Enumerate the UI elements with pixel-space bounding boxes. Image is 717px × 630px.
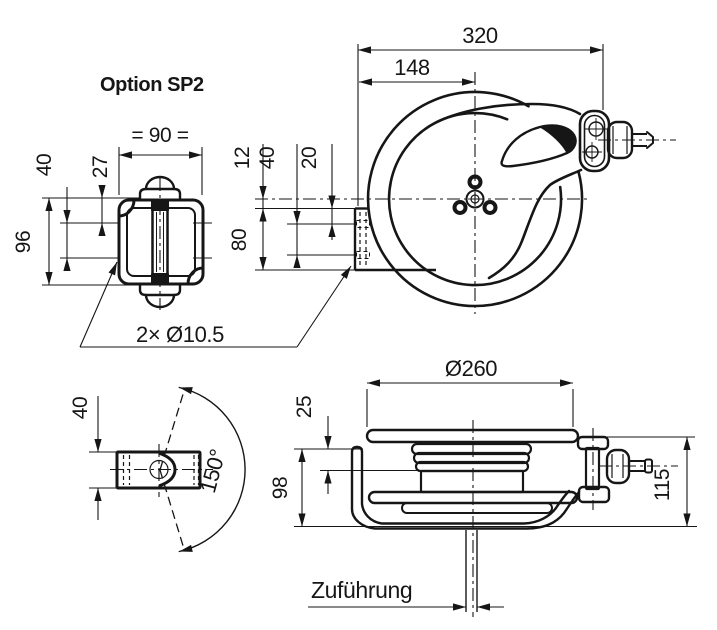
swivel-bracket-outline: [115, 450, 202, 490]
swivel-line: [159, 469, 185, 550]
outlet-tip: [646, 131, 654, 149]
swivel-arc-150: [178, 386, 246, 553]
dim-width-90: = 90 =: [131, 124, 188, 147]
arc-arrow: [179, 544, 193, 552]
swivel-knob: [606, 120, 634, 160]
hidden-hole-mark: [356, 251, 370, 259]
leader-left: [79, 261, 118, 348]
outlet-tip: [644, 458, 653, 474]
dim-96: 96: [12, 231, 35, 254]
bolt-hole: [585, 145, 599, 159]
arrow: [94, 439, 102, 452]
top-flange-tab: [138, 187, 182, 202]
arm-slot-wedge: [539, 125, 576, 154]
arrow: [328, 224, 336, 237]
dim-320: 320: [462, 23, 498, 48]
dim-diameter-260: Ø260: [445, 356, 497, 381]
hub-ring: [465, 189, 485, 209]
dim-20: 20: [298, 147, 321, 170]
dim-25: 25: [293, 396, 316, 419]
arrow: [63, 210, 71, 223]
leader-right: [296, 265, 352, 348]
arrow: [298, 449, 306, 462]
post-bottom-flange: [577, 485, 611, 504]
leader-arrow: [340, 266, 351, 279]
arrow: [462, 78, 475, 86]
bracket-outer-outline: [117, 198, 205, 286]
arrow: [453, 603, 466, 611]
arrow: [45, 272, 53, 285]
dim-40-front: 40: [33, 154, 56, 177]
swivel-line: [159, 390, 185, 471]
arrow: [683, 437, 691, 450]
arc-arrow: [179, 387, 193, 395]
arrow: [358, 46, 371, 54]
reel-outer-circle: [366, 90, 584, 308]
dim-148: 148: [394, 55, 430, 80]
dim-80: 80: [228, 229, 251, 252]
hub-center: [470, 194, 480, 204]
label-option-sp2: Option SP2: [100, 74, 204, 96]
arrow: [560, 379, 573, 387]
arrow: [259, 186, 267, 199]
swivel-knob: [605, 448, 631, 485]
dim-98: 98: [269, 477, 292, 500]
arrow: [98, 223, 106, 236]
pin-cap-top: [151, 200, 169, 211]
arrow: [324, 470, 332, 484]
leader-arrow: [108, 262, 117, 276]
arrow: [45, 198, 53, 211]
arrow: [298, 513, 306, 527]
hub-satellite: [467, 174, 483, 190]
arrow: [328, 195, 336, 209]
arrow: [477, 603, 490, 611]
arrow: [94, 488, 102, 501]
hidden-hole-mark: [356, 220, 370, 228]
bolt-hole: [588, 121, 604, 137]
dim-12: 12: [231, 147, 254, 170]
arrow: [98, 185, 106, 198]
arrow: [189, 151, 202, 159]
arrow: [590, 46, 603, 54]
bracket-step-notch: [117, 198, 136, 218]
arrow: [293, 211, 301, 224]
arrow: [259, 257, 267, 270]
top-disc: [365, 428, 580, 444]
arm-lower-edge: [487, 168, 583, 280]
bottom-flange-tab: [138, 282, 182, 297]
pin-cap-bottom: [151, 273, 169, 284]
swivel-pin-hole: [149, 459, 169, 480]
bottom-plate: [401, 502, 553, 514]
arrow: [359, 78, 372, 86]
bracket-step-notch: [186, 266, 205, 286]
hub-satellite: [452, 200, 468, 215]
hub-satellite: [482, 200, 498, 215]
arrow: [324, 436, 332, 449]
arrow: [293, 255, 301, 268]
dim-40-swivel: 40: [69, 397, 92, 420]
arrow: [63, 258, 71, 271]
bottom-flange-dome: [144, 293, 176, 309]
label-holes: 2× Ø10.5: [136, 322, 224, 347]
label-zufuehrung: Zuführung: [311, 577, 412, 603]
dim-115: 115: [651, 469, 674, 501]
mount-strap-outer: [350, 445, 581, 530]
arrow: [119, 151, 132, 159]
mount-bracket-inner: [583, 114, 606, 168]
dim-27: 27: [89, 156, 112, 179]
bracket-inner-outline: [126, 207, 196, 277]
post-waist: [584, 446, 601, 491]
top-flange-dome: [144, 175, 176, 191]
arm-upper-edge: [435, 102, 582, 124]
arrow: [367, 379, 380, 387]
mount-strap-inner: [355, 445, 571, 525]
dim-40-side: 40: [256, 147, 279, 170]
drum-core: [419, 469, 525, 494]
arrow: [683, 513, 691, 527]
arrow: [259, 208, 267, 222]
hose-guide-clevis: [158, 452, 177, 487]
